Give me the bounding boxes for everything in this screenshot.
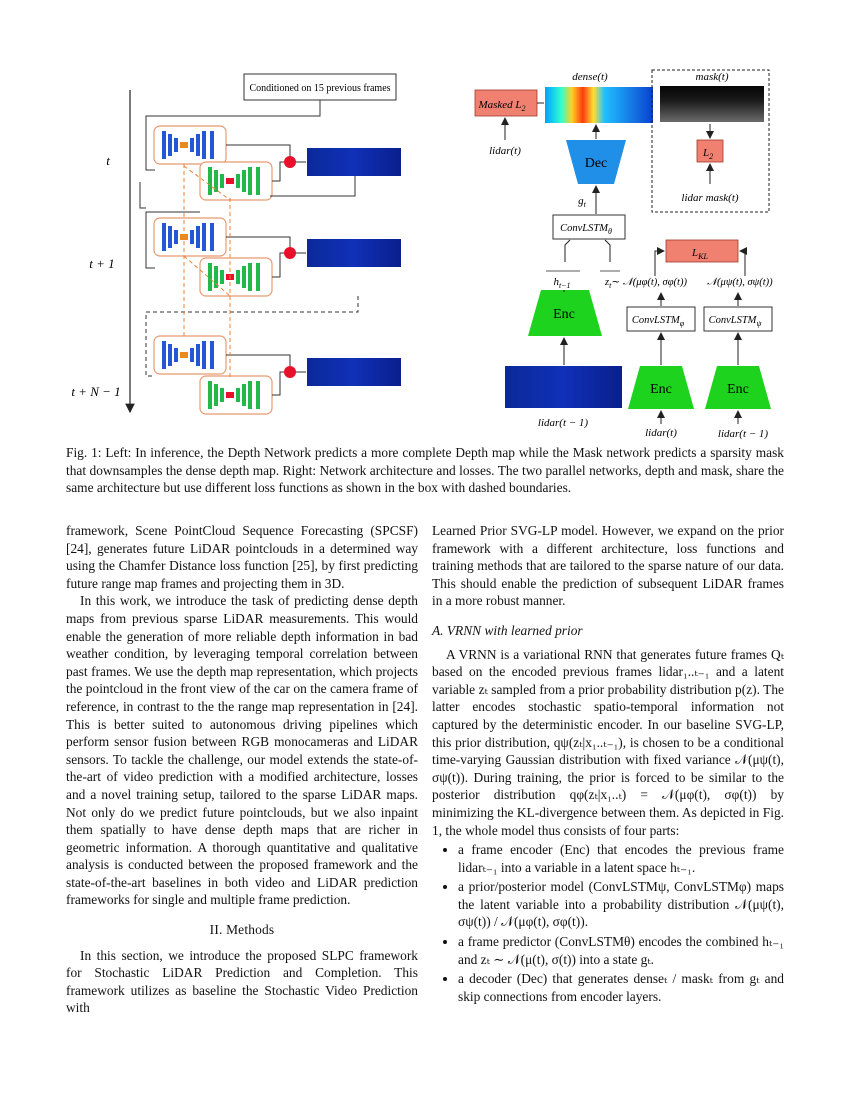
merge-node-t1	[284, 247, 296, 259]
right-column: Learned Prior SVG-LP model. However, we …	[432, 522, 784, 1007]
component-list: a frame encoder (Enc) that encodes the p…	[432, 841, 784, 1005]
lidar-input-map	[505, 366, 622, 408]
output-depth-t1	[307, 239, 401, 267]
lidar-prev-label: lidar(t − 1)	[538, 417, 589, 429]
paragraph-2: In this work, we introduce the task of p…	[66, 593, 418, 908]
convlstm-phi-box	[626, 306, 696, 332]
l2-label: L2	[702, 147, 713, 161]
h-prev-label: ht−1	[553, 276, 570, 290]
lidar-mask-label: lidar mask(t)	[681, 192, 738, 204]
conditioned-label: Conditioned on 15 previous frames	[249, 83, 390, 94]
conditioned-box	[243, 73, 397, 101]
time-label-tn: t + N − 1	[71, 384, 120, 399]
l-kl-label: LKL	[691, 247, 708, 261]
z-t-label: zt∼ 𝒩(μφ(t), σφ(t))	[604, 277, 687, 290]
convlstm-theta-label: ConvLSTMθ	[560, 223, 612, 236]
mask-dashed-box	[651, 69, 770, 213]
enc-label-phi: Enc	[650, 382, 672, 397]
l2-box	[696, 139, 724, 163]
list-item: a frame encoder (Enc) that encodes the p…	[458, 841, 784, 876]
right-architecture-diagram: dense(t) mask(t) Masked L2 lidar(t) Dec …	[474, 69, 773, 440]
time-label-t: t	[106, 153, 110, 168]
paragraph-4: Learned Prior SVG-LP model. However, we …	[432, 523, 784, 609]
unet-depth-tn	[162, 341, 214, 369]
output-depth-t	[307, 148, 401, 176]
enc-block-main	[528, 290, 602, 336]
list-item: a prior/posterior model (ConvLSTMψ, Conv…	[458, 878, 784, 931]
list-item: a decoder (Dec) that generates denseₜ / …	[458, 970, 784, 1005]
dec-label: Dec	[585, 156, 608, 171]
enc-block-psi	[705, 366, 771, 409]
list-item: a frame predictor (ConvLSTMθ) encodes th…	[458, 933, 784, 968]
dec-block	[566, 140, 626, 184]
convlstm-psi-label: ConvLSTMψ	[709, 315, 763, 328]
mask-label: mask(t)	[696, 71, 729, 83]
masked-l2-label: Masked L2	[477, 99, 525, 113]
dense-map	[545, 87, 653, 123]
enc-block-phi	[628, 366, 694, 409]
paragraph-5: A VRNN is a variational RNN that generat…	[432, 646, 784, 838]
convlstm-phi-label: ConvLSTMφ	[632, 315, 685, 328]
paragraph-1: framework, Scene PointCloud Sequence For…	[66, 523, 418, 591]
convlstm-psi-box	[703, 306, 773, 332]
lidar-prev2-label: lidar(t − 1)	[718, 428, 769, 440]
left-inference-diagram: Conditioned on 15 previous frames t t + …	[71, 73, 401, 415]
unet-depth-t	[162, 131, 214, 159]
g-t-label: gt	[578, 195, 587, 209]
paragraph-3: In this section, we introduce the propos…	[66, 947, 418, 1016]
merge-node-t	[284, 156, 296, 168]
lidar-t-label: lidar(t)	[489, 145, 521, 157]
enc-label-main: Enc	[553, 307, 575, 322]
enc-label-psi: Enc	[727, 382, 749, 397]
section-heading: II. Methods	[209, 922, 275, 938]
merge-node-tn	[284, 366, 296, 378]
prior-dist-label: 𝒩(μψ(t), σψ(t))	[707, 277, 773, 288]
subsection-heading: A. VRNN with learned prior	[432, 622, 583, 638]
dense-label: dense(t)	[572, 71, 608, 83]
unet-mask-tn	[208, 381, 260, 409]
output-depth-tn	[307, 358, 401, 386]
unet-mask-t	[208, 167, 260, 195]
time-label-t1: t + 1	[89, 256, 114, 271]
lidar-t2-label: lidar(t)	[645, 427, 677, 439]
l-kl-box	[665, 239, 739, 263]
masked-l2-box	[474, 89, 538, 117]
mask-map	[660, 86, 764, 122]
figure-caption: Fig. 1: Left: In inference, the Depth Ne…	[66, 445, 784, 496]
left-column: framework, Scene PointCloud Sequence For…	[66, 522, 418, 1017]
figure-1: Conditioned on 15 previous frames t t + …	[71, 69, 773, 440]
convlstm-theta-box	[552, 214, 626, 240]
